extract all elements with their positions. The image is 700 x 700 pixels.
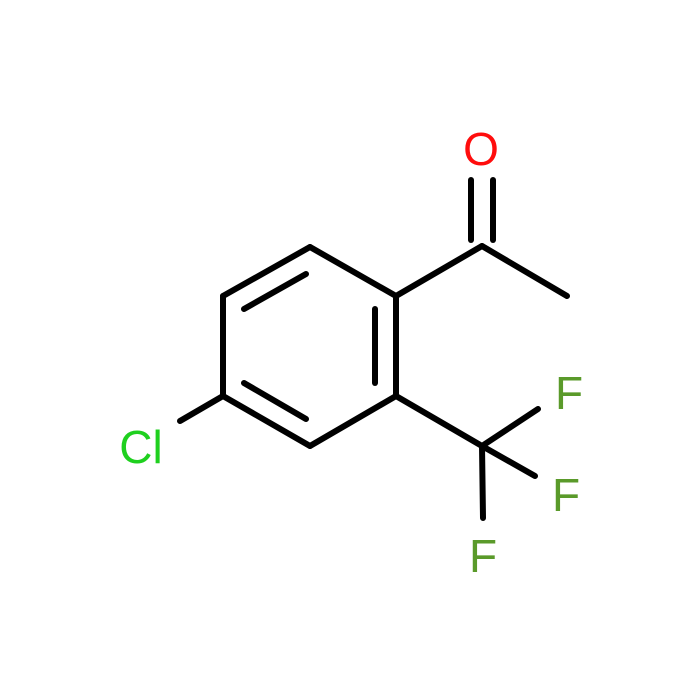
cf3-to-fluorine-2-bond xyxy=(479,443,538,479)
ring-to-cf3-bond xyxy=(393,393,485,449)
trifluoromethyl-group xyxy=(393,393,541,521)
benzene-ring xyxy=(220,244,399,449)
ring-bond-top-right xyxy=(307,244,399,299)
ring-bond-top xyxy=(220,244,313,299)
fluorine-atom-label-3: F xyxy=(469,530,497,582)
fluorine-atom-label-1: F xyxy=(555,367,583,419)
ring-bond-top-inner xyxy=(241,271,309,312)
fluorine-atom-label-2: F xyxy=(552,469,580,521)
carbonyl-to-methyl-bond xyxy=(479,243,570,299)
ring-bond-bottom-left xyxy=(220,393,313,449)
cf3-to-fluorine-3-bond xyxy=(479,443,486,521)
ring-to-carbonyl-bond xyxy=(393,243,485,299)
acetyl-group xyxy=(393,177,570,299)
ring-bond-bottom-left-inner xyxy=(241,380,309,422)
chlorine-atom-label: Cl xyxy=(119,421,162,473)
cf3-to-fluorine-1-bond xyxy=(479,406,541,449)
ring-bond-bottom-right xyxy=(307,393,399,449)
oxygen-atom-label: O xyxy=(463,123,499,175)
ring-to-chlorine-bond xyxy=(177,393,226,424)
